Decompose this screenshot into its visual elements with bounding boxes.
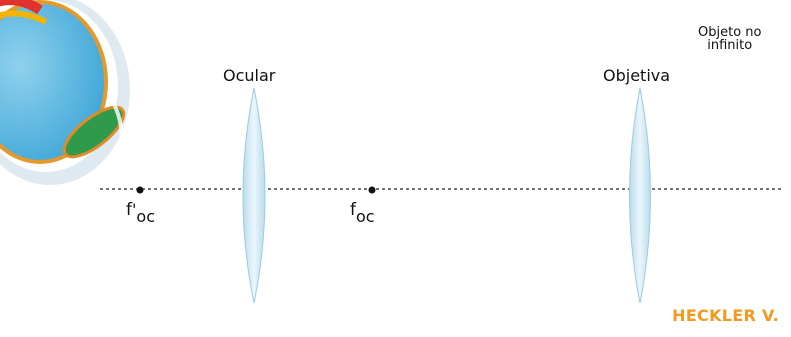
- objetiva-label: Objetiva: [603, 66, 671, 85]
- eye-icon: [0, 0, 130, 185]
- f-prime-oc-label: f'oc: [126, 200, 155, 226]
- ocular-label: Ocular: [223, 66, 276, 85]
- object-label-line1: Objeto no: [698, 25, 762, 40]
- object-label-line2: infinito: [707, 38, 753, 53]
- focal-point-f-prime-oc-dot: [136, 186, 144, 194]
- f-oc-base: f: [350, 200, 356, 220]
- f-oc-label: foc: [350, 200, 375, 226]
- f-prime-oc-mark: ': [132, 200, 137, 219]
- credit-label: HECKLER V.: [672, 306, 779, 325]
- f-oc-sub: oc: [356, 207, 375, 226]
- objetiva-lens-icon: [629, 87, 651, 304]
- ocular-lens-icon: [242, 87, 266, 304]
- f-prime-oc-base: f: [126, 200, 132, 220]
- f-prime-oc-sub: oc: [136, 207, 155, 226]
- object-label: Objeto no infinito: [698, 26, 761, 52]
- focal-point-f-oc-dot: [368, 186, 376, 194]
